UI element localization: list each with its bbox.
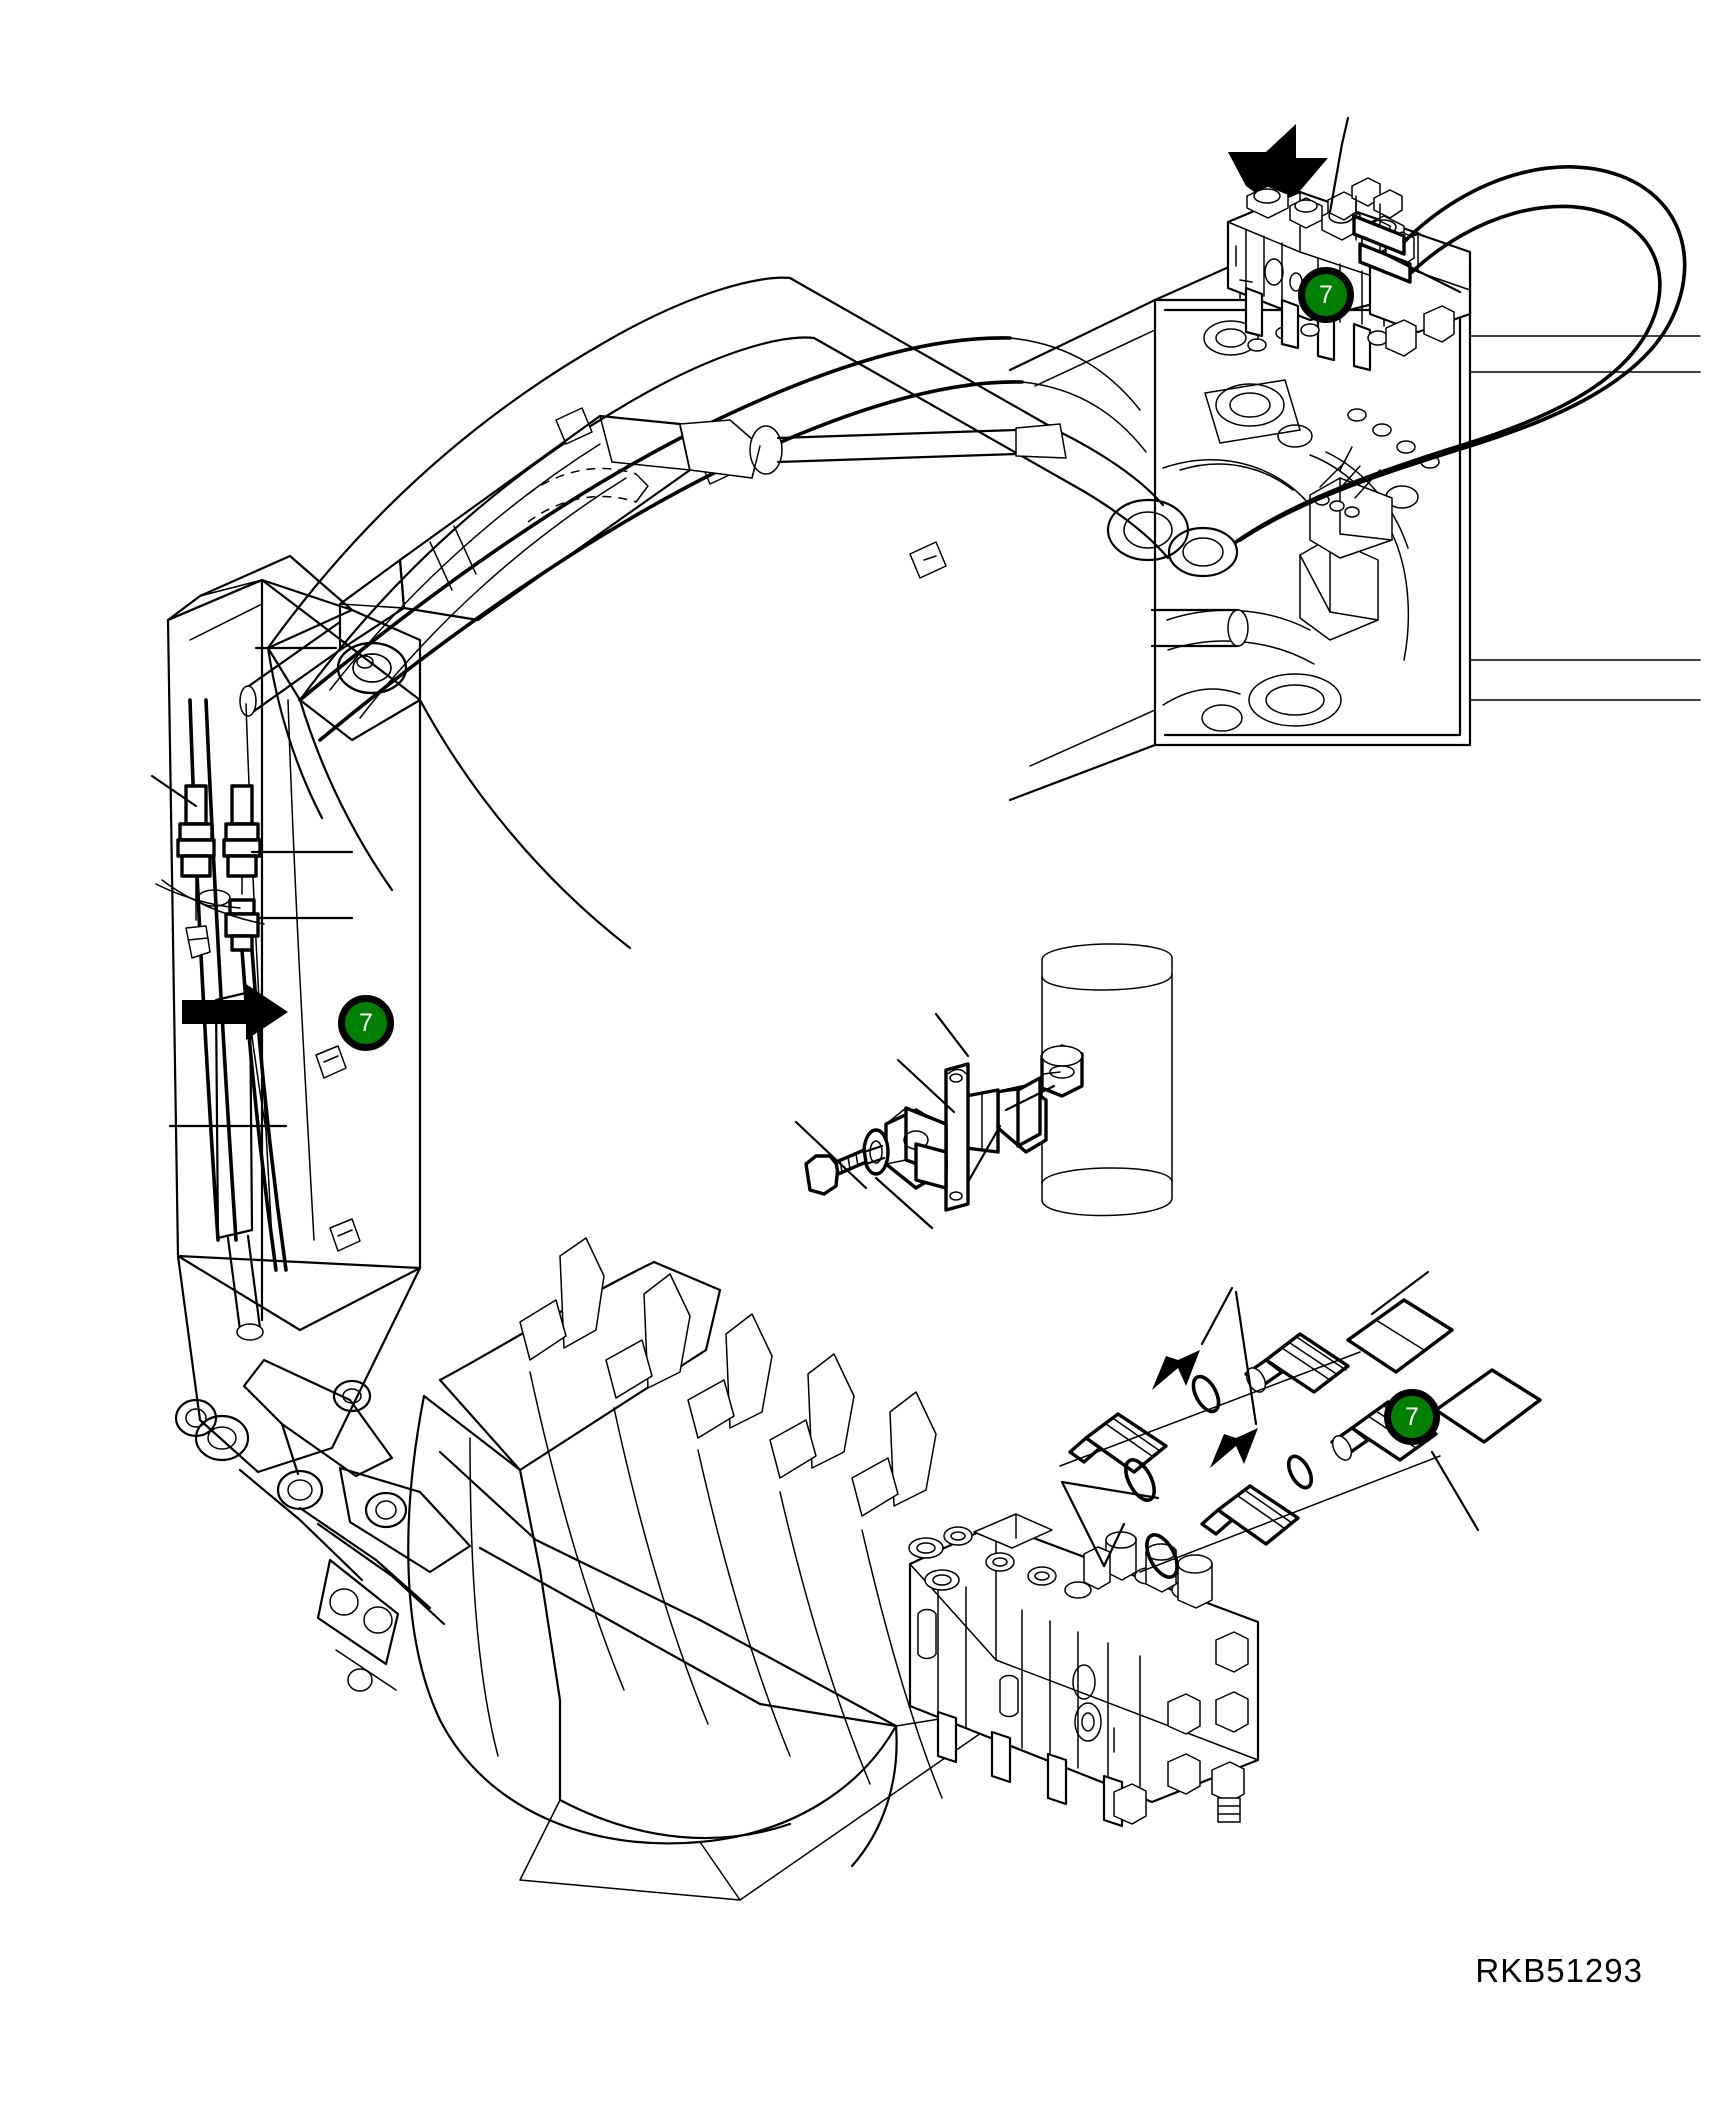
arm-cylinder: [239, 414, 1067, 717]
control-valve-block-lower: [908, 1513, 1260, 1828]
hydraulic-hose-loop: [1234, 165, 1687, 544]
leader-lines-clamp: [794, 1012, 1056, 1230]
callout-7-control-valve-upper[interactable]: 7: [1298, 267, 1354, 323]
coupling-assembly-lower: [1060, 1270, 1542, 1579]
adapter-upper: [1068, 1412, 1168, 1474]
section-arrow-valve: [1228, 124, 1328, 212]
main-work-equipment-view: [150, 260, 1701, 1901]
clamp-washer: [862, 1128, 890, 1176]
coupling-upper: [1244, 1298, 1454, 1394]
bucket: [407, 1237, 1021, 1901]
leader-lines-main-view: [150, 646, 354, 1128]
adapter-lower: [1200, 1484, 1300, 1546]
callout-label: 7: [359, 1008, 373, 1037]
clamp-plate: [944, 1062, 970, 1212]
valve-block-upper: [1226, 177, 1472, 372]
leader-lines-valve: [1328, 116, 1462, 294]
detail-hose-clamp: [794, 943, 1173, 1230]
callout-label: 7: [1405, 1402, 1419, 1431]
clamp-half-outer: [884, 1106, 948, 1190]
callout-7-valve-coupling[interactable]: 7: [1384, 1389, 1440, 1445]
detail-valve-couplings: [908, 1270, 1542, 1828]
clamp-stud: [1040, 1044, 1084, 1098]
section-arrow-arm: [182, 984, 288, 1040]
detail-upper-control-valve: [1226, 116, 1687, 544]
arm-auxiliary-piping: [155, 698, 315, 1272]
bucket-teeth: [519, 1237, 937, 1517]
arm: [166, 554, 422, 1474]
clamp-half-inner: [964, 1076, 1048, 1154]
callout-7-arm-piping[interactable]: 7: [338, 995, 394, 1051]
callout-label: 7: [1319, 280, 1333, 309]
revolving-frame: [1008, 260, 1701, 802]
drawing-number: RKB51293: [1475, 1952, 1643, 1989]
